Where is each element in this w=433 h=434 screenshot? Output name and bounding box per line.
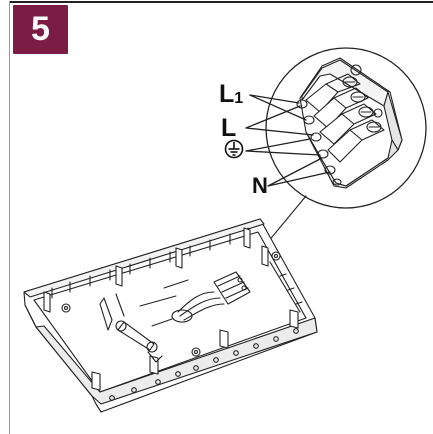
label-leader-lines	[245, 94, 331, 187]
label-l: L	[221, 114, 237, 142]
base-plate-icon	[23, 218, 318, 413]
label-l1-subscript: 1	[234, 90, 244, 107]
step-number-badge: 5	[13, 5, 68, 54]
terminal-block-icon	[296, 57, 403, 189]
label-l1-main: L	[219, 80, 235, 108]
label-l1: L1	[219, 82, 243, 107]
ground-symbol-icon	[224, 139, 244, 159]
left-rule	[9, 1, 10, 434]
label-neutral: N	[252, 173, 268, 198]
top-rule	[9, 1, 433, 3]
